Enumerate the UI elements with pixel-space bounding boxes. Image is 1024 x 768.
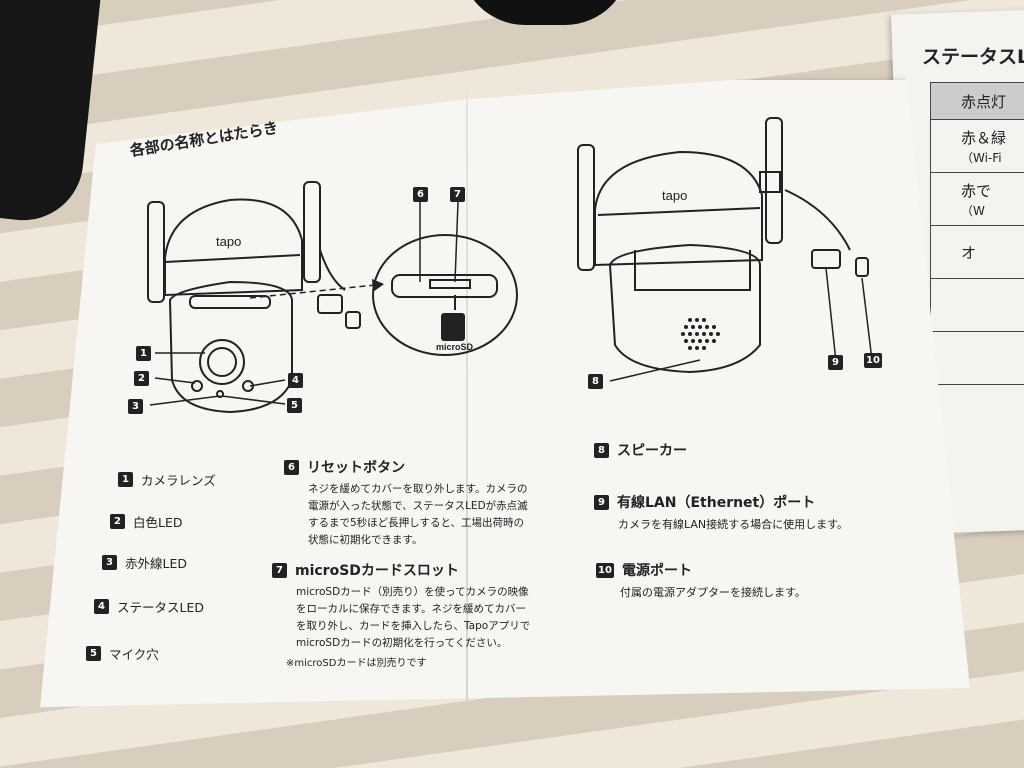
tapo-logo-front: tapo	[216, 234, 241, 249]
callout-2: 2	[134, 371, 149, 386]
sd-slot-zoom-illustration	[373, 235, 517, 355]
callout-4: 4	[288, 373, 303, 388]
tapo-logo-rear: tapo	[662, 188, 687, 203]
microsd-label: microSD	[436, 342, 474, 352]
callout-10: 10	[864, 353, 882, 368]
callout-5: 5	[287, 398, 302, 413]
callout-9: 9	[828, 355, 843, 370]
speaker-grille	[681, 318, 720, 350]
callout-6: 6	[413, 187, 428, 202]
callout-7: 7	[450, 187, 465, 202]
callout-8: 8	[588, 374, 603, 389]
camera-rear-illustration	[578, 118, 868, 372]
callout-1: 1	[136, 346, 151, 361]
callout-3: 3	[128, 399, 143, 414]
